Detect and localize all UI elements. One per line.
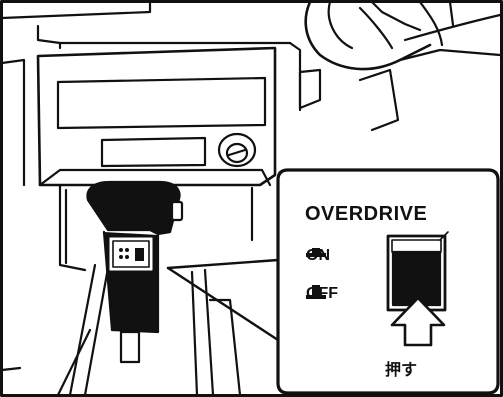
push-label: 押す xyxy=(385,360,418,379)
shift-panel-left xyxy=(58,183,87,272)
steering-wheel xyxy=(304,0,432,71)
leader-bottom xyxy=(166,266,280,342)
od-switch-housing xyxy=(386,234,447,312)
leader-top xyxy=(166,258,280,270)
dash-edge-left xyxy=(0,0,152,20)
shift-knob xyxy=(86,180,181,236)
vent-left xyxy=(298,68,322,110)
rail-left-outer xyxy=(68,263,97,397)
shift-shaft xyxy=(119,330,141,364)
switch-off-icon xyxy=(306,285,326,299)
callout-title: OVERDRIVE xyxy=(305,203,428,225)
radio-slot xyxy=(56,76,267,130)
lower-slot xyxy=(100,136,207,168)
rail-right-outer xyxy=(203,268,215,397)
on-indicator: ON xyxy=(306,247,330,265)
od-switch-button xyxy=(391,250,442,307)
up-arrow-icon xyxy=(390,296,446,347)
dash-pillar-left xyxy=(0,58,26,187)
dash-edge-right xyxy=(288,41,302,112)
round-knob xyxy=(217,132,257,168)
switch-on-icon xyxy=(306,248,326,257)
dash-edge-top xyxy=(36,24,292,45)
off-indicator: OFF xyxy=(306,285,338,303)
vent-right xyxy=(358,68,400,132)
